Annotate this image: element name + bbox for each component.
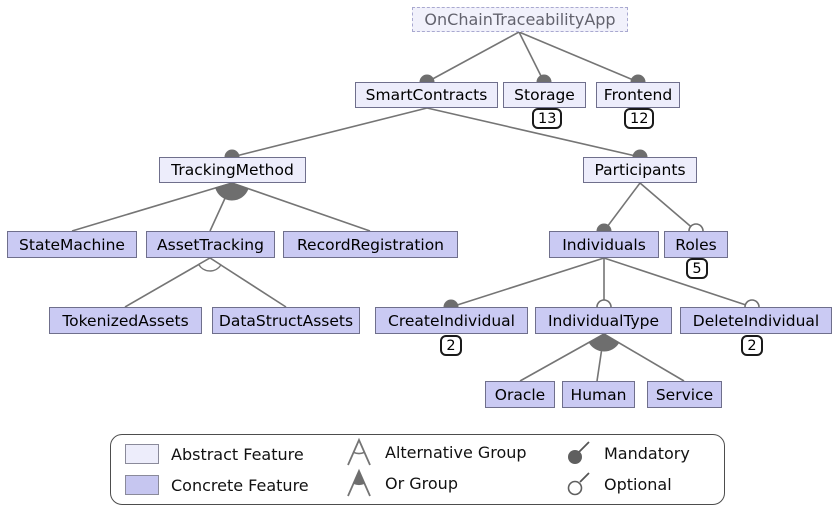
feature-service[interactable]: Service [647,381,722,408]
feature-label: Storage [514,86,575,104]
legend-label: Mandatory [604,443,690,463]
legend-item-alternative-group: Alternative Group [345,437,527,466]
feature-trackingmethod[interactable]: TrackingMethod [159,157,306,183]
feature-individualtype[interactable]: IndividualType [535,307,672,334]
legend-label: Abstract Feature [171,444,304,464]
or-group-symbol-trackingmethod [215,182,249,201]
abstract-feature-swatch [125,444,159,464]
feature-label: DeleteIndividual [692,311,820,330]
legend: Abstract Feature Concrete Feature Altern… [110,434,725,505]
feature-label: SmartContracts [365,86,488,104]
collapsed-count-badge-frontend[interactable]: 12 [624,108,655,129]
edge-participants-individuals [603,182,641,232]
feature-label: Participants [594,161,686,179]
or-group-icon [347,468,371,497]
feature-statemachine[interactable]: StateMachine [7,231,137,258]
collapsed-count-badge-createindividual[interactable]: 2 [440,335,462,356]
feature-label: RecordRegistration [296,235,445,254]
feature-frontend[interactable]: Frontend [596,82,680,108]
feature-createindividual[interactable]: CreateIndividual [375,307,528,334]
edge-root-smartcontracts [426,31,520,83]
concrete-feature-swatch [125,475,159,495]
feature-label: Individuals [562,235,646,254]
feature-storage[interactable]: Storage [503,82,586,108]
edge-root-storage [518,31,545,83]
alternative-group-symbol-assettracking [197,257,222,272]
edge-smartcontracts-trackingmethod [231,107,428,158]
legend-item-mandatory: Mandatory [566,440,690,466]
legend-label: Alternative Group [385,442,527,462]
optional-icon [567,472,590,496]
feature-label: DataStructAssets [218,311,354,330]
feature-onchaintraceabilityapp[interactable]: OnChainTraceabilityApp [412,7,628,32]
feature-label: OnChainTraceabilityApp [424,10,616,29]
collapsed-count-badge-deleteindividual[interactable]: 2 [741,335,763,356]
feature-label: Human [570,385,627,404]
feature-label: TrackingMethod [171,161,294,179]
feature-oracle[interactable]: Oracle [485,381,555,408]
collapsed-count-badge-storage[interactable]: 13 [532,108,563,129]
legend-label: Concrete Feature [171,475,309,495]
alternative-group-icon [347,437,371,466]
feature-label: IndividualType [547,311,660,330]
feature-label: StateMachine [19,235,125,254]
feature-smartcontracts[interactable]: SmartContracts [355,82,498,108]
edge-assettracking-datastructassets [209,257,287,308]
legend-item-or-group: Or Group [345,468,458,497]
legend-label: Or Group [385,473,458,493]
edge-individuals-createindividual [450,257,605,308]
collapsed-count-badge-roles[interactable]: 5 [686,258,708,279]
feature-recordregistration[interactable]: RecordRegistration [283,231,458,258]
feature-assettracking[interactable]: AssetTracking [146,231,275,258]
feature-label: Roles [675,235,717,254]
or-group-symbol-individualtype [588,333,620,352]
legend-item-optional: Optional [566,471,672,497]
feature-participants[interactable]: Participants [583,157,697,183]
edge-lines [71,31,753,382]
feature-deleteindividual[interactable]: DeleteIndividual [680,307,832,334]
feature-datastructassets[interactable]: DataStructAssets [212,307,360,334]
legend-label: Optional [604,474,672,494]
edge-participants-roles [639,182,697,232]
edge-smartcontracts-participants [426,107,641,158]
edge-root-frontend [518,31,639,83]
edge-assettracking-tokenizedassets [124,257,211,308]
legend-item-concrete-feature: Concrete Feature [125,472,309,498]
edge-trackingmethod-statemachine [71,182,233,232]
feature-human[interactable]: Human [562,381,635,408]
edge-trackingmethod-recordregistration [231,182,371,232]
feature-label: Oracle [494,385,546,404]
feature-individuals[interactable]: Individuals [549,231,659,258]
edge-individuals-deleteindividual [603,257,753,308]
feature-label: CreateIndividual [388,311,515,330]
feature-label: Service [655,385,714,404]
feature-tokenizedassets[interactable]: TokenizedAssets [49,307,202,334]
feature-label: Frontend [603,86,673,104]
feature-roles[interactable]: Roles [664,231,728,258]
relation-dots [224,74,760,315]
feature-label: AssetTracking [157,235,264,254]
feature-label: TokenizedAssets [62,311,189,330]
legend-item-abstract-feature: Abstract Feature [125,441,304,467]
mandatory-icon [568,441,590,464]
